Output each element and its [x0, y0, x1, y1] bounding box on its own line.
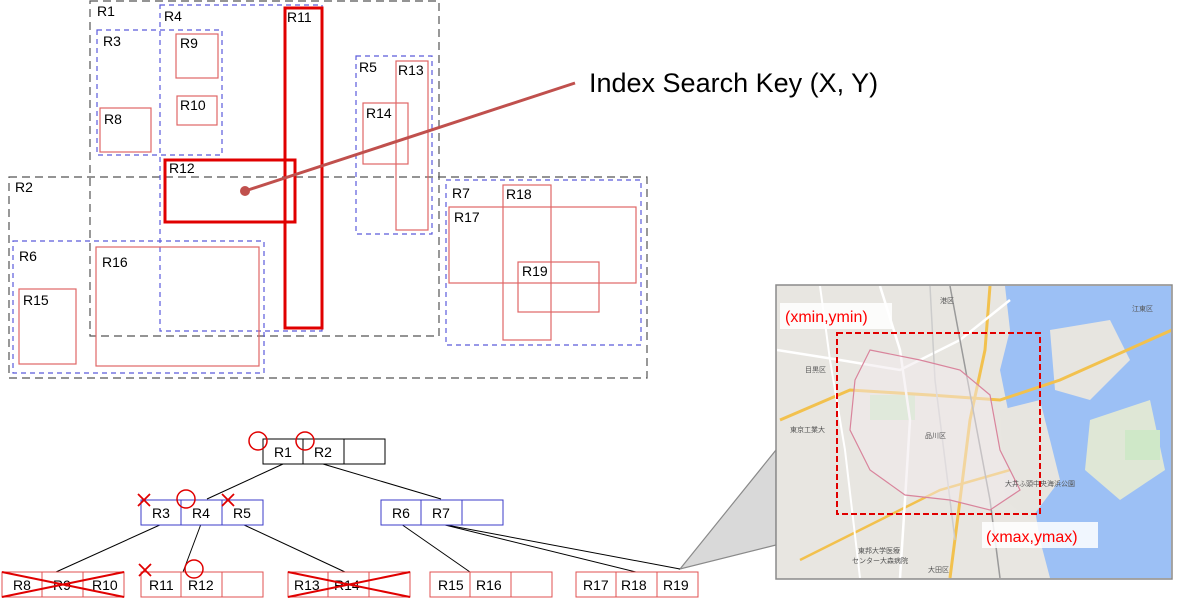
map-place-label: 港区 [940, 296, 954, 305]
tree-cell: R15 [438, 577, 464, 593]
map-place-label: センター大森病院 [852, 556, 908, 565]
region-r13-label: R13 [398, 62, 424, 78]
map-max-label: (xmax,ymax) [986, 529, 1078, 546]
region-r10-label: R10 [180, 97, 206, 113]
region-r1-box [89, 0, 440, 337]
search-key-pointer [244, 81, 576, 193]
r-tree: R1 R2 R3 R4 R5 R6 R7 R8 R9 R10 [1, 431, 699, 598]
tree-cell: R11 [149, 577, 174, 593]
tree-leaf-b: R11 R12 [140, 571, 264, 598]
tree-cell: R13 [294, 577, 320, 593]
region-r17-label: R17 [454, 209, 480, 225]
map-max-label-bg [982, 522, 1098, 548]
match-circle-mark [176, 489, 196, 509]
pruned-x-mark [137, 493, 151, 507]
map-place-label: 江東区 [1132, 304, 1153, 313]
search-key-label: Index Search Key (X, Y) [589, 68, 878, 98]
region-r8-label: R8 [104, 111, 122, 127]
region-r4-label: R4 [164, 8, 182, 24]
region-r15-label: R15 [23, 292, 49, 308]
region-r2-label: R2 [15, 179, 33, 195]
tree-cell: R17 [583, 577, 609, 593]
map-bounding-box [836, 332, 1041, 515]
tree-edge [400, 523, 471, 573]
tree-cell: R12 [188, 577, 214, 593]
region-r1-label: R1 [97, 3, 115, 19]
tree-edge [55, 523, 163, 573]
map-place-label: 東京工業大 [790, 425, 825, 434]
tree-node-root: R1 R2 [262, 438, 386, 465]
region-r12-label: R12 [169, 160, 195, 176]
region-r15-box [18, 288, 77, 365]
tree-leaf-a: R8 R9 R10 [1, 571, 125, 598]
tree-leaf-e: R17 R18 R19 [575, 571, 699, 598]
tree-node-level1-left: R3 R4 R5 [140, 499, 264, 526]
map-callout [678, 448, 777, 571]
tree-edge [440, 523, 637, 573]
map-place-label: 東邦大学医療 [858, 546, 900, 555]
region-r14-box [362, 102, 409, 165]
map-min-label: (xmin,ymin) [785, 309, 868, 326]
map-island [1050, 320, 1130, 400]
region-r11-label: R11 [287, 9, 312, 25]
match-circle-mark [184, 559, 204, 579]
map-park [1125, 430, 1160, 460]
region-r3-label: R3 [103, 33, 121, 49]
pruned-cross-mark [1, 571, 125, 598]
map-place-label: 目黒区 [805, 366, 826, 374]
region-r5-box [355, 55, 433, 235]
region-r16-box [95, 246, 260, 367]
pruned-cross-mark [287, 571, 411, 598]
region-r9-box [175, 33, 219, 79]
tree-edge [440, 523, 681, 570]
pruned-x-mark [138, 563, 152, 577]
tree-cell: R4 [192, 505, 210, 521]
tree-edge [241, 523, 346, 573]
tree-cell: R18 [621, 577, 647, 593]
tree-cell: R1 [274, 444, 292, 460]
pruned-x-mark [221, 493, 235, 507]
region-r13-box [395, 60, 429, 231]
tree-cell: R3 [152, 505, 170, 521]
tree-leaf-d: R15 R16 [429, 571, 553, 598]
region-r6-box [12, 240, 265, 374]
region-r5-label: R5 [359, 59, 377, 75]
tree-cell: R19 [663, 577, 689, 593]
region-r19-box [517, 261, 600, 313]
region-r2-box [8, 176, 648, 379]
map-place-label: 大田区 [928, 565, 949, 574]
region-r17-box [448, 206, 637, 284]
map-panel: 港区 江東区 目黒区 品川区 東京工業大 大井ふ頭中央海浜公園 東邦大学医療 セ… [678, 284, 1173, 580]
region-r7-label: R7 [452, 185, 470, 201]
region-r11-box [283, 6, 324, 330]
tree-edge [322, 463, 442, 500]
region-r9-label: R9 [180, 35, 198, 51]
spatial-regions: R1 R2 R3 R4 R5 R6 R7 R8 R9 R10 R11 R12 R… [8, 0, 648, 379]
tree-cell: R6 [392, 505, 410, 521]
tree-cell: R7 [432, 505, 450, 521]
region-r18-label: R18 [506, 186, 532, 202]
region-r14-label: R14 [366, 105, 392, 121]
tree-node-level1-right: R6 R7 [380, 499, 504, 526]
tree-cell: R8 [13, 577, 31, 593]
region-r12-box [163, 158, 297, 224]
region-r6-label: R6 [19, 248, 37, 264]
region-r16-label: R16 [102, 254, 128, 270]
tree-cell: R10 [92, 577, 118, 593]
tree-leaf-c: R13 R14 [287, 571, 411, 598]
region-r8-box [99, 107, 152, 153]
match-circle-mark [295, 431, 315, 451]
tree-edge [206, 463, 284, 500]
tree-cell: R2 [314, 444, 332, 460]
tree-cell: R16 [476, 577, 502, 593]
map-min-label-bg [780, 303, 892, 329]
region-r10-box [176, 95, 218, 126]
map-ward-border [849, 349, 1021, 511]
region-r19-label: R19 [522, 263, 548, 279]
tree-cell: R5 [233, 505, 251, 521]
match-circle-mark [248, 431, 268, 451]
search-point [240, 186, 250, 196]
map-place-label: 品川区 [925, 432, 946, 440]
